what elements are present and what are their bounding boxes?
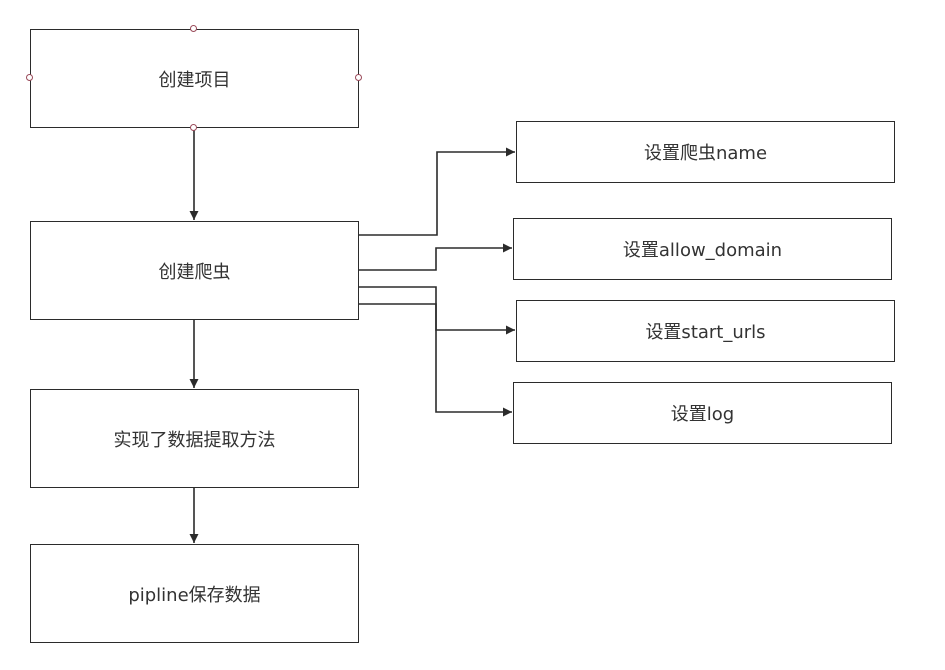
selection-handle-left[interactable] — [26, 74, 33, 81]
node-label: 设置log — [670, 404, 735, 425]
edge-create-spider-to-set-name[interactable] — [358, 147, 515, 236]
node-set-start-urls[interactable]: 设置start_urls — [516, 300, 895, 362]
node-label: 设置爬虫name — [643, 143, 768, 164]
selection-handle-bottom[interactable] — [190, 124, 197, 131]
node-label: 设置start_urls — [645, 322, 766, 343]
node-label: 实现了数据提取方法 — [113, 429, 276, 451]
selection-handle-top[interactable] — [190, 25, 197, 32]
node-implement-extract[interactable]: 实现了数据提取方法 — [30, 389, 359, 488]
node-create-project[interactable]: 创建项目 — [30, 29, 359, 128]
node-label: 设置allow_domain — [622, 240, 783, 261]
edge-create-spider-to-set-log[interactable] — [358, 303, 512, 417]
edge-create-spider-to-set-allow-domain[interactable] — [358, 243, 512, 271]
node-set-name[interactable]: 设置爬虫name — [516, 121, 895, 183]
node-create-spider[interactable]: 创建爬虫 — [30, 221, 359, 320]
node-label: 创建项目 — [158, 69, 231, 91]
node-set-log[interactable]: 设置log — [513, 382, 892, 444]
node-label: 创建爬虫 — [158, 261, 231, 283]
node-set-allow-domain[interactable]: 设置allow_domain — [513, 218, 892, 280]
selection-handle-right[interactable] — [355, 74, 362, 81]
node-label: pipline保存数据 — [128, 584, 261, 606]
node-pipeline-save[interactable]: pipline保存数据 — [30, 544, 359, 643]
